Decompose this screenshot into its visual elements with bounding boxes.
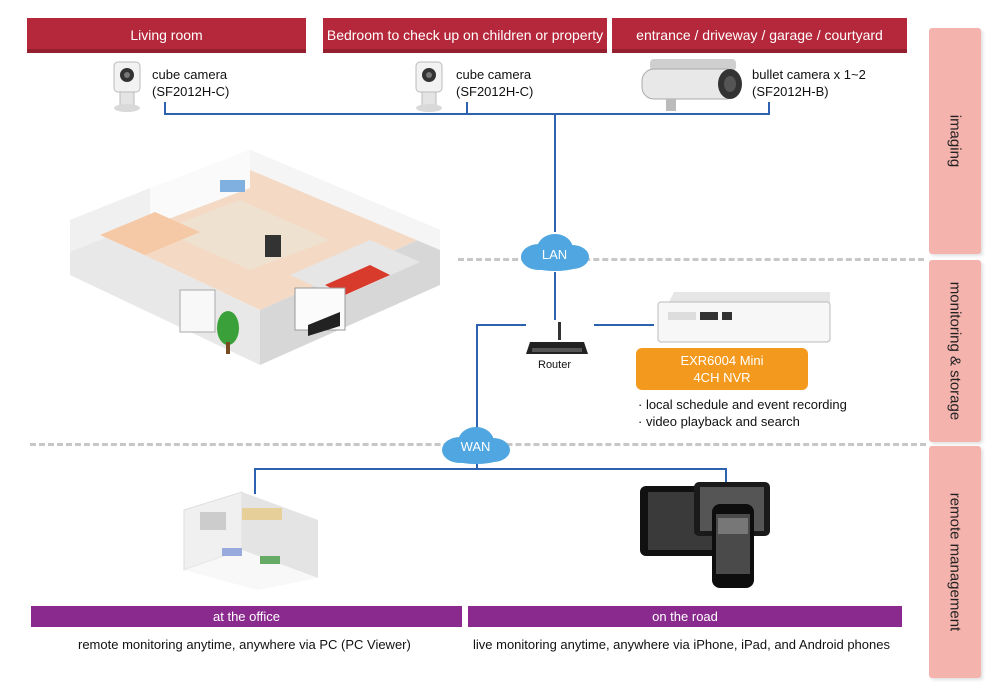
- bullet-camera-icon: [641, 59, 742, 111]
- lan-label: LAN: [541, 247, 568, 262]
- side-tab-monitoring: monitoring & storage: [929, 260, 981, 442]
- camera-1-model: (SF2012H-C): [152, 84, 230, 99]
- nvr-type: 4CH NVR: [693, 370, 751, 385]
- road-bar: on the road: [468, 606, 902, 627]
- house-illustration: [70, 150, 440, 365]
- cube-camera-icon: [415, 61, 443, 112]
- router-nvr-line: [594, 324, 654, 326]
- nvr-feature-item: · local schedule and event recording: [638, 397, 847, 412]
- camera-3-name: bullet camera x 1~2: [752, 67, 866, 82]
- header-bedroom: Bedroom to check up on children or prope…: [323, 18, 607, 53]
- router-left-line: [476, 324, 526, 326]
- camera-1-name: cube camera: [152, 67, 228, 82]
- camera-2-drop: [466, 102, 468, 114]
- header-entrance: entrance / driveway / garage / courtyard: [612, 18, 907, 53]
- camera-3-label: bullet camera x 1~2 (SF2012H-B): [752, 66, 866, 100]
- camera-2-model: (SF2012H-C): [456, 84, 534, 99]
- camera-1-label: cube camera (SF2012H-C): [152, 66, 229, 100]
- side-tab-imaging: imaging: [929, 28, 981, 254]
- wan-cloud: WAN: [438, 425, 513, 469]
- remote-bus-line: [254, 468, 727, 470]
- side-tab-label: monitoring & storage: [946, 281, 964, 421]
- side-tab-remote: remote management: [929, 446, 981, 678]
- camera-1-drop: [164, 102, 166, 114]
- lan-uplink-line: [554, 114, 556, 232]
- cloud-icon: [442, 427, 510, 464]
- router-icon: [526, 322, 588, 354]
- camera-2-label: cube camera (SF2012H-C): [456, 66, 533, 100]
- road-caption: live monitoring anytime, anywhere via iP…: [473, 637, 890, 652]
- side-tab-label: remote management: [946, 492, 964, 632]
- nvr-feature-item: · video playback and search: [638, 414, 800, 429]
- nvr-features: · local schedule and event recording · v…: [638, 396, 847, 430]
- office-drop: [254, 468, 256, 494]
- office-illustration: [183, 491, 318, 590]
- office-bar: at the office: [31, 606, 462, 627]
- separator-imaging: [458, 258, 924, 261]
- router-wan-line: [476, 324, 478, 428]
- side-tab-label: imaging: [946, 114, 964, 168]
- nvr-name: EXR6004 Mini: [680, 353, 764, 368]
- camera-2-name: cube camera: [456, 67, 532, 82]
- lan-cloud: LAN: [517, 230, 592, 274]
- router-label: Router: [538, 359, 572, 371]
- office-caption: remote monitoring anytime, anywhere via …: [78, 637, 411, 652]
- wan-label: WAN: [460, 439, 491, 454]
- mobile-devices-illustration: [640, 482, 770, 588]
- camera-3-model: (SF2012H-B): [752, 84, 829, 99]
- nvr-device-icon: [657, 292, 831, 343]
- cloud-icon: [521, 234, 589, 271]
- road-drop: [725, 468, 727, 494]
- nvr-label-box: EXR6004 Mini 4CH NVR: [636, 348, 808, 390]
- camera-bus-line: [164, 113, 770, 115]
- header-living-room: Living room: [27, 18, 306, 53]
- camera-3-drop: [768, 102, 770, 114]
- lan-router-line: [554, 272, 556, 320]
- cube-camera-icon: [113, 61, 141, 112]
